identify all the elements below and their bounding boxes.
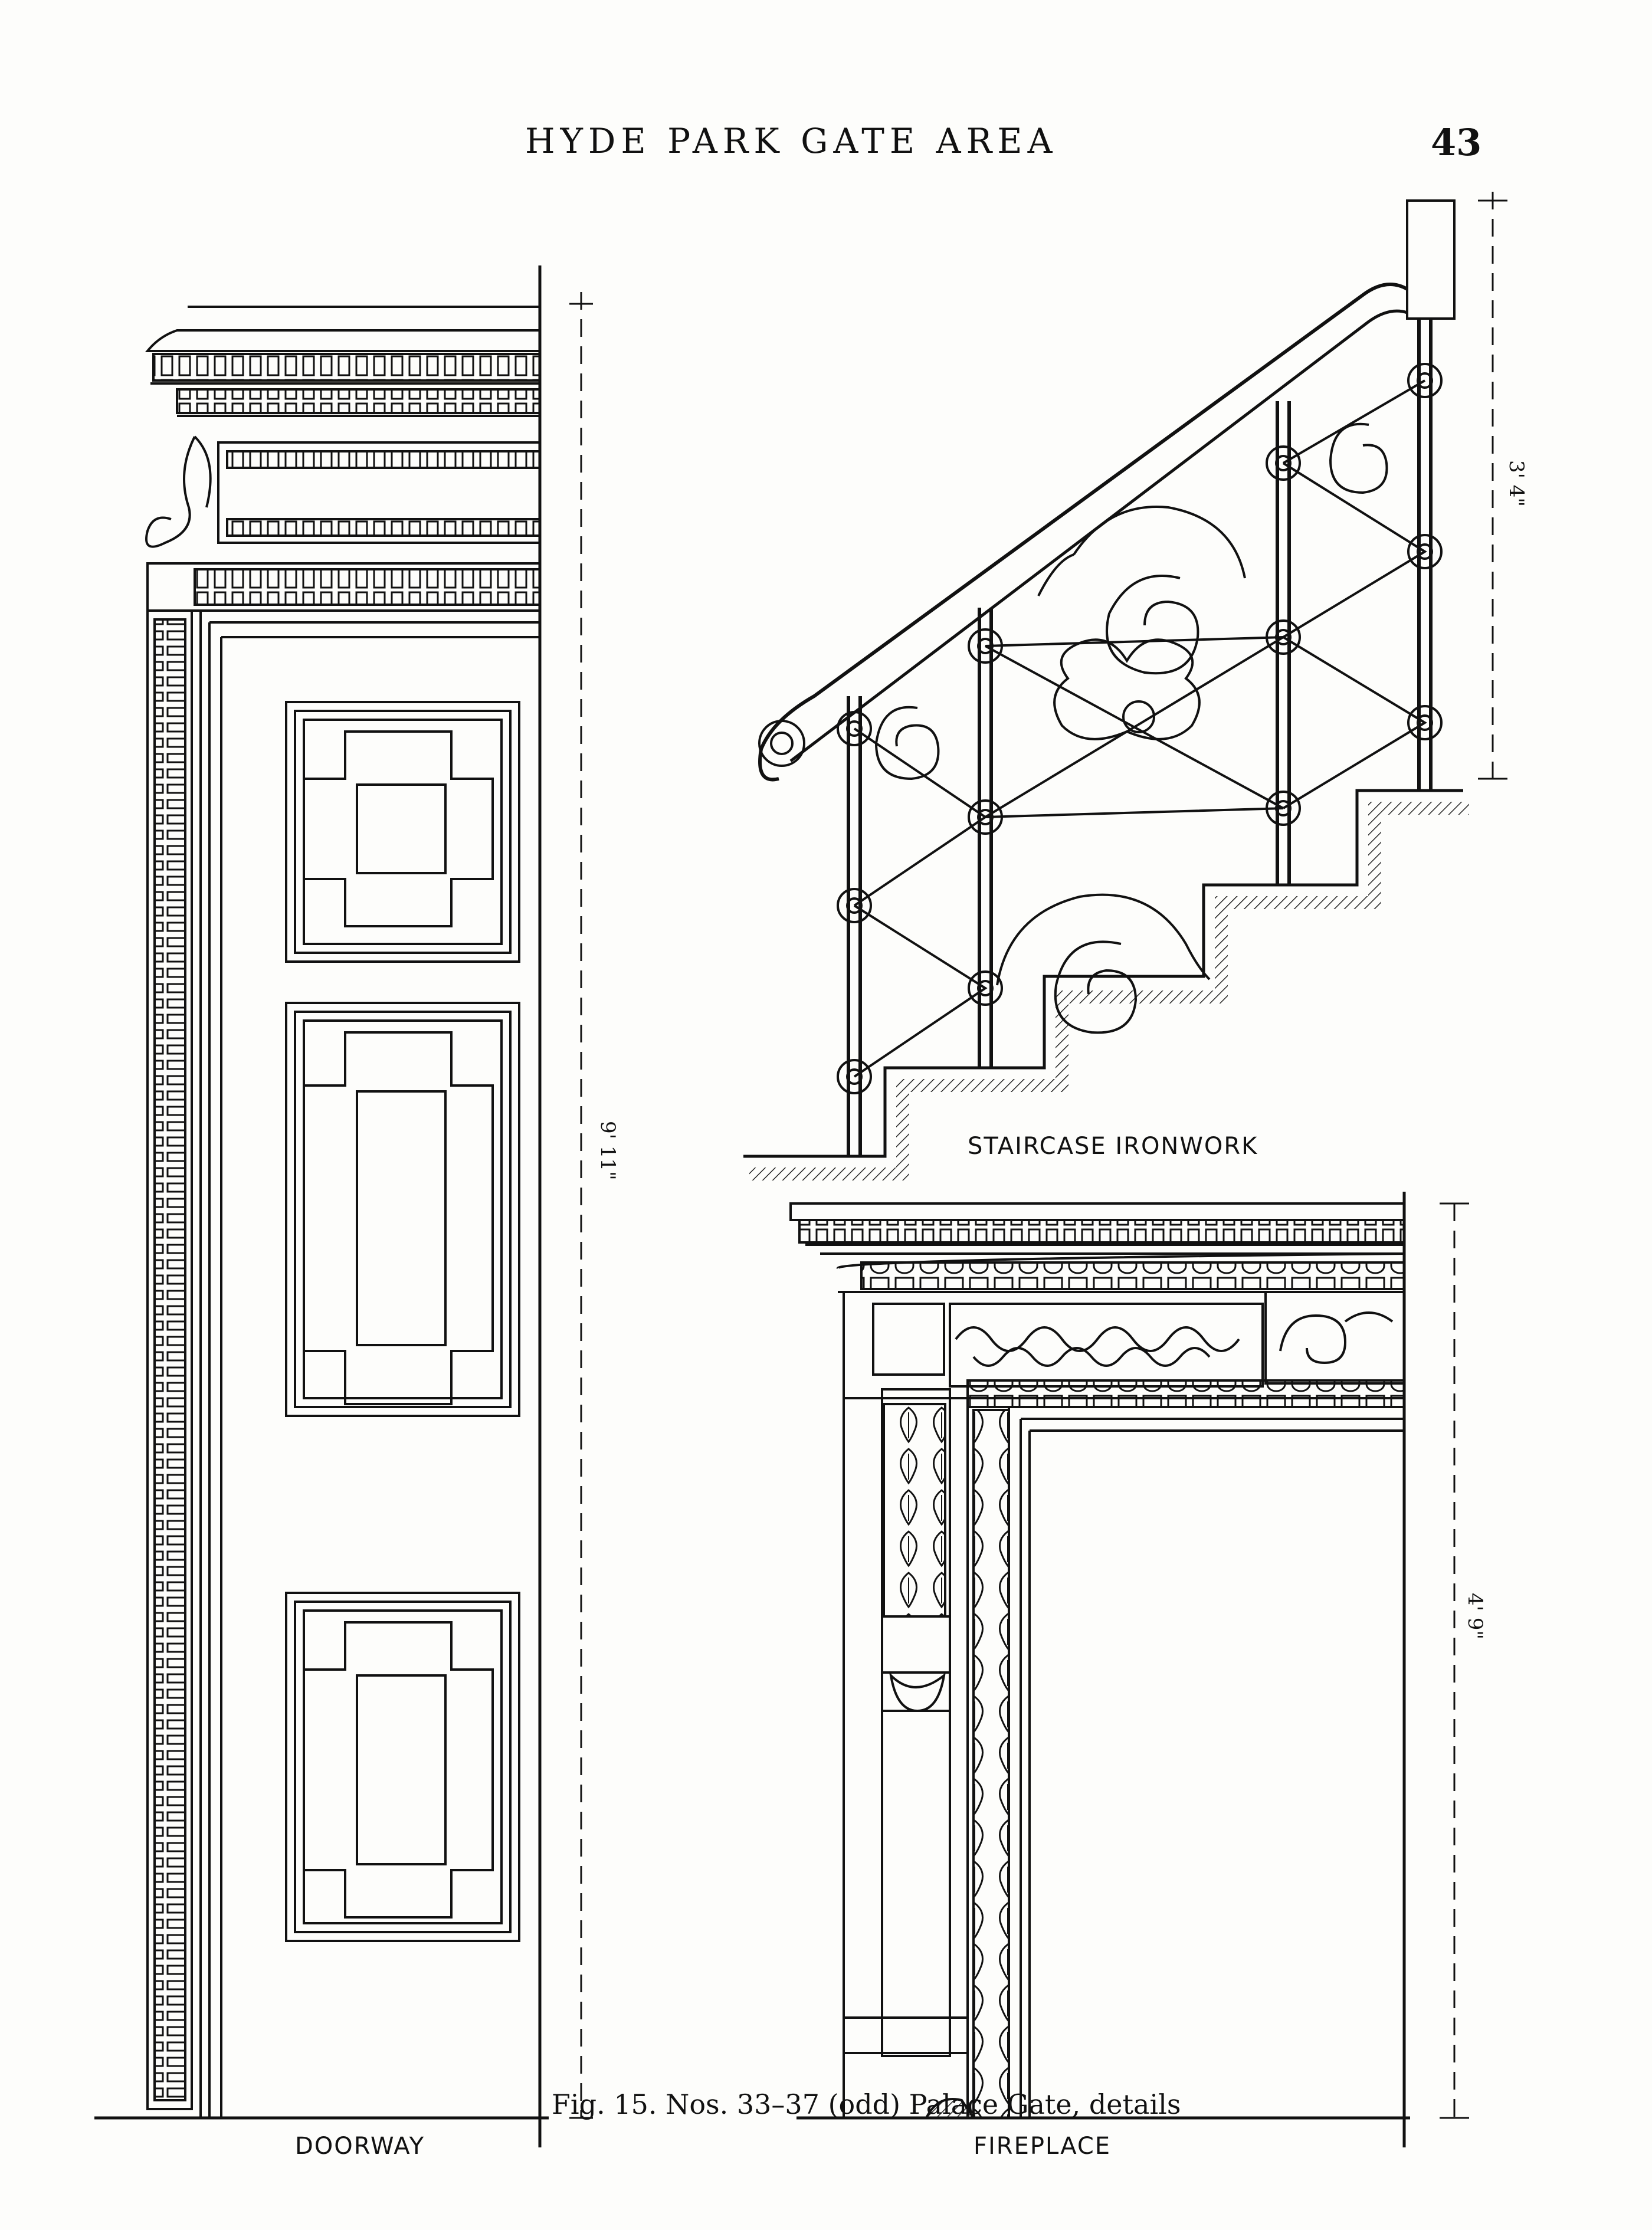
staircase-dimension: 3' 4" bbox=[1504, 460, 1528, 507]
doorway-drawing bbox=[94, 265, 593, 2147]
running-header: HYDE PARK GATE AREA bbox=[525, 121, 1058, 161]
staircase-label: STAIRCASE IRONWORK bbox=[968, 1133, 1258, 1160]
staircase-ironwork-drawing bbox=[743, 192, 1507, 1180]
page-number: 43 bbox=[1431, 121, 1482, 164]
doorway-label: DOORWAY bbox=[295, 2133, 425, 2160]
fireplace-dimension: 4' 9" bbox=[1463, 1593, 1487, 1640]
fireplace-drawing bbox=[789, 1192, 1469, 2147]
fireplace-label: FIREPLACE bbox=[974, 2133, 1112, 2160]
doorway-dimension: 9' 11" bbox=[596, 1121, 620, 1180]
figure-caption: Fig. 15. Nos. 33–37 (odd) Palace Gate, d… bbox=[552, 2088, 1181, 2120]
